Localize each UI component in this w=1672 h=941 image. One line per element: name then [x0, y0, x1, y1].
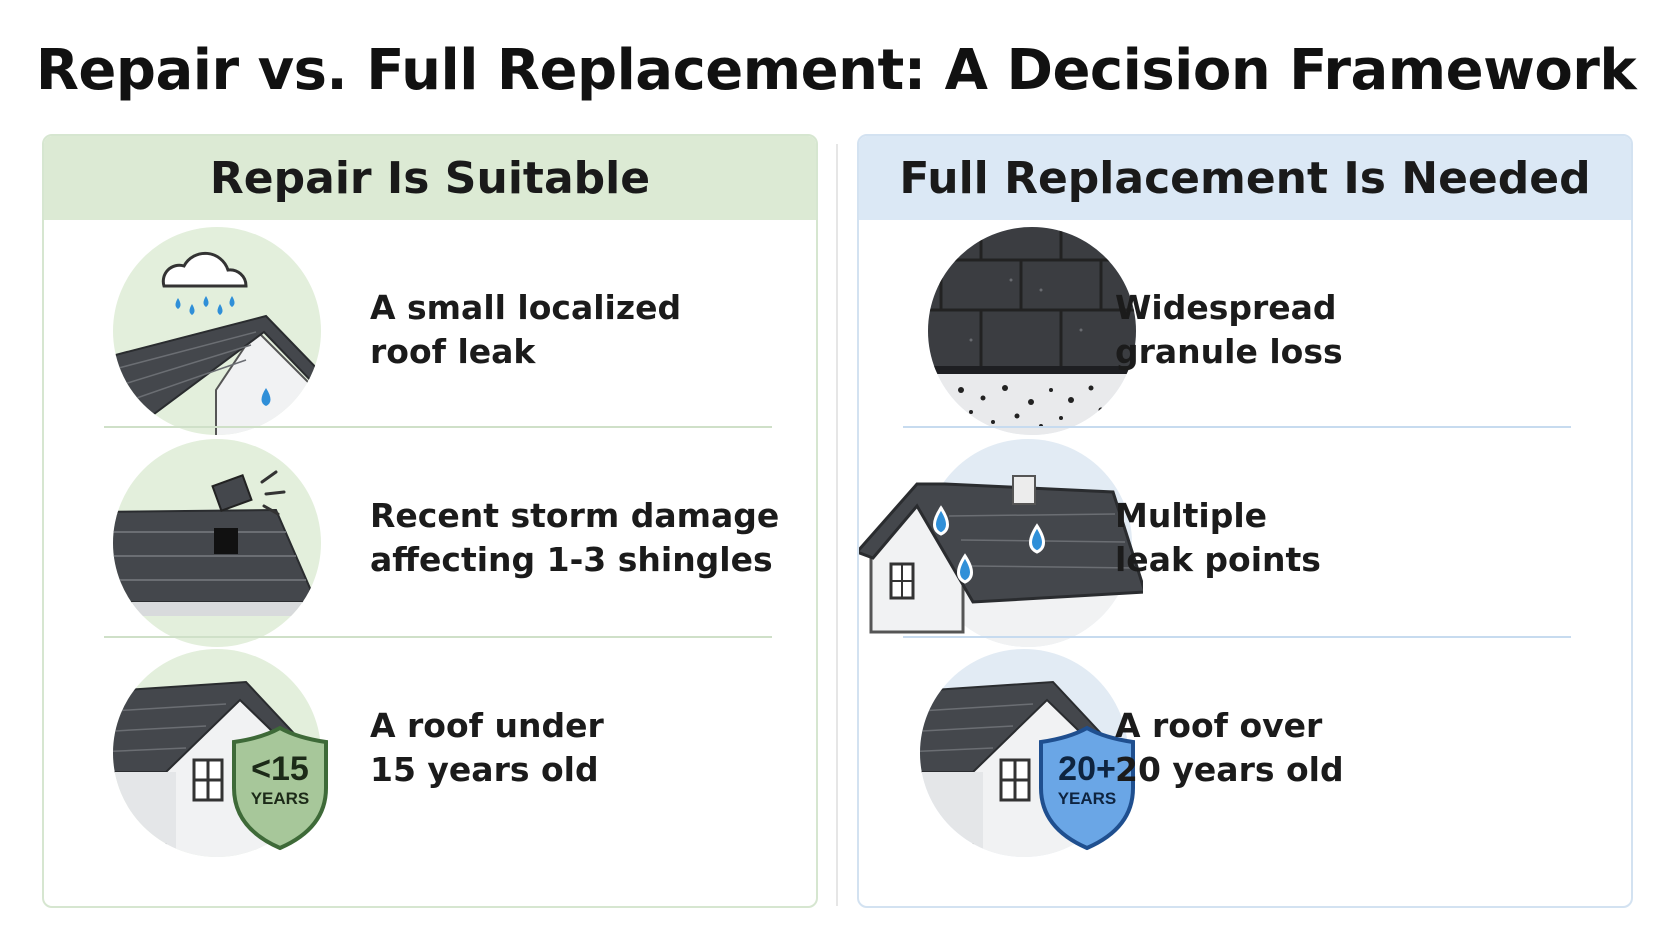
- repair-item-text: Recent storm damage affecting 1-3 shingl…: [370, 494, 810, 582]
- badge-under-15: <15: [251, 750, 309, 788]
- replace-item-text: Widespread granule loss: [1115, 286, 1495, 374]
- replace-item-line2: leak points: [1115, 540, 1321, 579]
- row-separator: [903, 636, 1571, 638]
- replace-item-old-roof: 20+ YEARS A roof over 20 years old: [859, 642, 1631, 864]
- repair-item-line2: 15 years old: [370, 750, 599, 789]
- repair-panel: Repair Is Suitable: [42, 134, 818, 908]
- replace-item-text: A roof over 20 years old: [1115, 704, 1495, 792]
- missing-shingle-icon: [106, 432, 328, 654]
- row-separator: [104, 426, 772, 428]
- rain-leak-icon: [106, 220, 328, 442]
- granule-loss-icon: [921, 220, 1143, 442]
- repair-item-line2: affecting 1-3 shingles: [370, 540, 773, 579]
- replacement-panel: Full Replacement Is Needed: [857, 134, 1633, 908]
- row-separator: [104, 636, 772, 638]
- repair-item-text: A small localized roof leak: [370, 286, 750, 374]
- replace-item-line1: Widespread: [1115, 288, 1337, 327]
- old-roof-icon: 20+ YEARS: [913, 642, 1135, 864]
- repair-item-text: A roof under 15 years old: [370, 704, 750, 792]
- replace-item-line2: 20 years old: [1115, 750, 1344, 789]
- repair-item-line1: A roof under: [370, 706, 604, 745]
- young-roof-icon: <15 YEARS: [106, 642, 328, 864]
- badge-over-20: 20+: [1058, 750, 1116, 788]
- repair-item-line1: Recent storm damage: [370, 496, 780, 535]
- row-separator: [903, 426, 1571, 428]
- page-title: Repair vs. Full Replacement: A Decision …: [35, 38, 1637, 103]
- repair-item-young-roof: <15 YEARS A roof under 15 years old: [44, 642, 816, 864]
- replace-item-granule-loss: Widespread granule loss: [859, 220, 1631, 442]
- replace-item-multiple-leaks: Multiple leak points: [859, 432, 1631, 654]
- repair-item-line2: roof leak: [370, 332, 536, 371]
- replace-item-line2: granule loss: [1115, 332, 1343, 371]
- badge-years-label: YEARS: [1058, 789, 1117, 808]
- center-divider: [836, 144, 838, 906]
- multiple-leaks-icon: [859, 432, 1143, 654]
- repair-item-line1: A small localized: [370, 288, 682, 327]
- replace-item-text: Multiple leak points: [1115, 494, 1495, 582]
- replacement-panel-header: Full Replacement Is Needed: [859, 136, 1631, 220]
- repair-item-storm-damage: Recent storm damage affecting 1-3 shingl…: [44, 432, 816, 654]
- repair-item-localized-leak: A small localized roof leak: [44, 220, 816, 442]
- replace-item-line1: A roof over: [1115, 706, 1323, 745]
- repair-panel-header: Repair Is Suitable: [44, 136, 816, 220]
- badge-years-label: YEARS: [251, 789, 310, 808]
- replace-item-line1: Multiple: [1115, 496, 1268, 535]
